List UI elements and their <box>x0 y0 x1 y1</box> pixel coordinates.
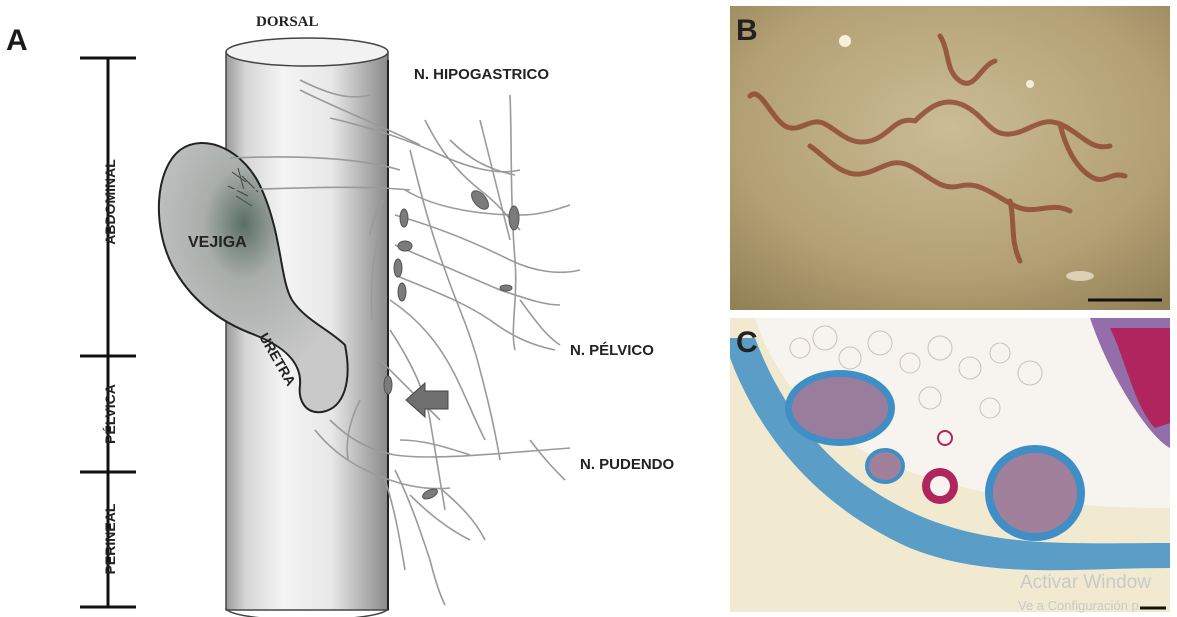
panel-b-letter: B <box>736 14 758 48</box>
photo-panel-c: C <box>730 318 1170 612</box>
pointer-arrow <box>406 383 448 417</box>
activation-watermark-line1: Activar Window <box>1020 572 1151 594</box>
dorsal-label: DORSAL <box>256 14 319 31</box>
region-label-pelvica: PÉLVICA <box>102 354 118 474</box>
photo-c-image <box>730 318 1170 612</box>
panel-c-letter: C <box>736 326 758 360</box>
region-label-abdominal: ABDOMINAL <box>102 142 118 262</box>
pelvic-nerve-label: N. PÉLVICO <box>570 342 654 359</box>
hypogastric-nerve-label: N. HIPOGASTRICO <box>414 66 549 83</box>
photo-panel-b: B <box>730 6 1170 310</box>
region-label-perineal: PERINEAL <box>102 479 118 599</box>
photo-b-image <box>730 6 1170 310</box>
bladder-label: VEJIGA <box>188 234 247 252</box>
activation-watermark-line2: Ve a Configuración p <box>1018 598 1139 613</box>
pudendal-nerve-label: N. PUDENDO <box>580 456 674 473</box>
